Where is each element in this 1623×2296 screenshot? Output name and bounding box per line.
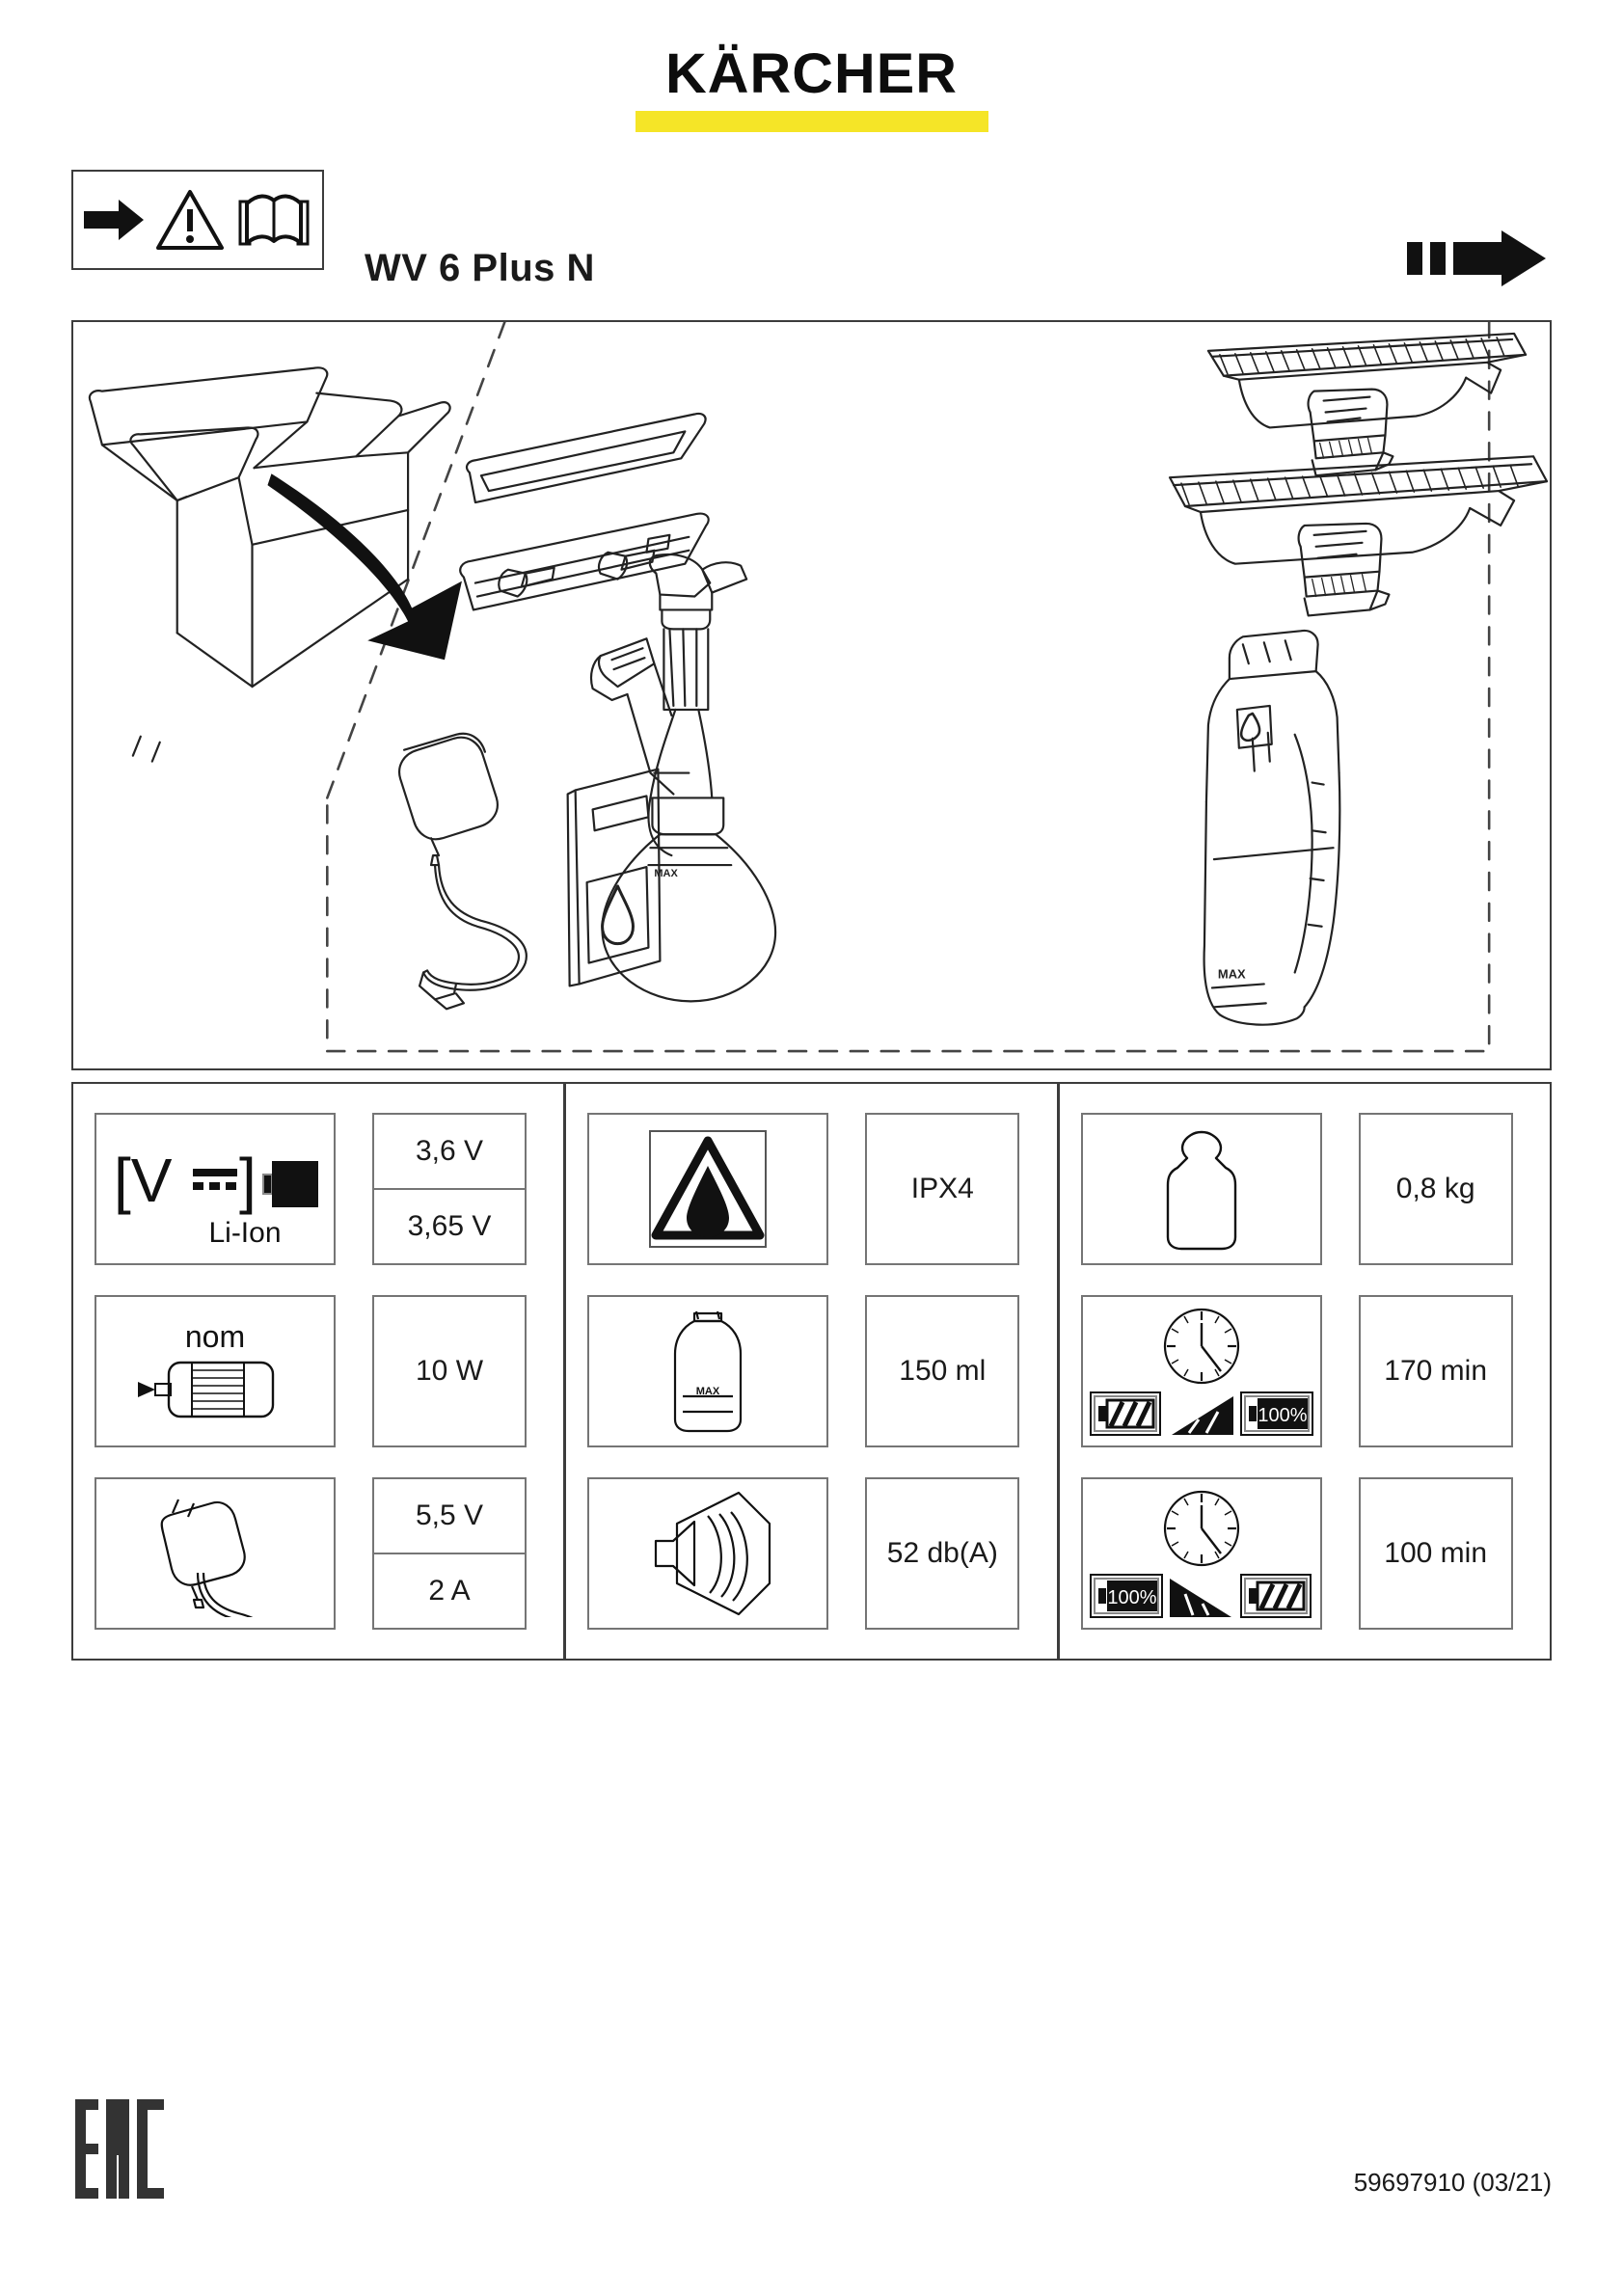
charging-time-icon: 100% (1080, 1295, 1322, 1447)
charger-glyph (160, 1499, 254, 1617)
brand-wordmark: KÄRCHER (665, 42, 958, 105)
spec-column-protection: IPX4 MAX 150 ml (563, 1084, 1056, 1659)
value-line: 2 A (374, 1553, 525, 1628)
svg-text:]: ] (239, 1146, 257, 1215)
li-ion-label: Li-Ion (208, 1217, 281, 1249)
spec-value-sound-level: 52 db(A) (865, 1477, 1020, 1630)
battery-percent-label: 100% (1107, 1587, 1156, 1608)
charge-ramp-up-icon (1171, 1396, 1233, 1435)
curved-arrow-icon (267, 473, 462, 661)
main-unit: MAX (1203, 629, 1341, 1026)
battery-full-icon: 100% (1089, 1574, 1163, 1618)
spec-row-motor-power: nom 10 W (95, 1295, 542, 1447)
spec-value-charging-time: 170 min (1358, 1295, 1513, 1447)
water-droplet-triangle-icon (587, 1113, 829, 1265)
clock-icon (1163, 1308, 1239, 1385)
safety-notice-box (71, 170, 324, 270)
discharge-ramp-down-icon (1169, 1579, 1231, 1617)
dashed-region (326, 322, 1491, 1053)
spec-value-weight: 0,8 kg (1358, 1113, 1513, 1265)
brand-header: KÄRCHER (0, 46, 1623, 132)
runtime-icon: 100% (1080, 1477, 1322, 1630)
weight-icon (1080, 1113, 1322, 1265)
document-number: 59697910 (03/21) (1353, 2168, 1552, 2197)
eac-conformity-icon (75, 2099, 164, 2199)
water-protection-glyph (649, 1130, 768, 1248)
value-line: 100 min (1384, 1537, 1488, 1569)
spec-row-ip-rating: IPX4 (587, 1113, 1035, 1265)
value-line: 3,6 V (415, 1135, 484, 1167)
spec-value-tank-capacity: 150 ml (865, 1295, 1020, 1447)
charger-icon (95, 1477, 336, 1630)
spec-row-battery-voltage: [V ] Li-Ion 3,6 V 3,65 V (95, 1113, 542, 1265)
spec-row-runtime: 100% (1080, 1477, 1528, 1630)
unit-max-label: MAX (1218, 966, 1246, 981)
value-line: 5,5 V (415, 1499, 484, 1531)
read-manual-book-icon (238, 194, 310, 246)
nom-label: nom (185, 1319, 245, 1354)
spec-value-motor-power: 10 W (372, 1295, 527, 1447)
spray-bottle-head (459, 512, 710, 611)
warning-triangle-icon (156, 190, 224, 250)
wide-suction-nozzle (1168, 455, 1549, 617)
value-line: 170 min (1384, 1355, 1488, 1387)
motor-power-icon: nom (95, 1295, 336, 1447)
spec-column-power: [V ] Li-Ion 3,6 V 3,65 V nom (73, 1084, 563, 1659)
runtime-glyph: 100% (1089, 1490, 1312, 1618)
battery-percent-label: 100% (1258, 1405, 1307, 1426)
contents-drawing: MAX (88, 322, 1549, 1053)
detergent-sachet (566, 768, 662, 987)
microfiber-pad (465, 412, 707, 504)
motor-power-glyph: nom (138, 1319, 275, 1418)
weight-glyph (1166, 1130, 1236, 1251)
spec-row-charger-output: 5,5 V 2 A (95, 1477, 542, 1630)
battery-low-icon (1239, 1574, 1312, 1618)
value-line: 10 W (415, 1355, 484, 1387)
spray-bottle: MAX (589, 553, 777, 1003)
battery-low-icon (1089, 1391, 1161, 1436)
spec-column-weight-runtime: 0,8 kg (1056, 1084, 1550, 1659)
value-line: 52 db(A) (886, 1537, 998, 1569)
value-line: 3,65 V (374, 1188, 525, 1263)
spec-value-runtime: 100 min (1358, 1477, 1513, 1630)
package-contents-illustration: MAX (71, 320, 1552, 1070)
spec-row-weight: 0,8 kg (1080, 1113, 1528, 1265)
sound-level-icon (587, 1477, 829, 1630)
battery-voltage-glyph: [V ] Li-Ion (114, 1146, 318, 1249)
power-charger (131, 732, 527, 1011)
spec-row-sound-level: 52 db(A) (587, 1477, 1035, 1630)
page-title: WV 6 Plus N (365, 247, 595, 289)
battery-full-icon: 100% (1239, 1391, 1313, 1436)
narrow-suction-nozzle (1206, 332, 1528, 477)
spec-row-charging-time: 100% 170 min (1080, 1295, 1528, 1447)
tank-capacity-icon: MAX (587, 1295, 829, 1447)
dashed-arrow-right-icon (1407, 230, 1546, 286)
charging-time-glyph: 100% (1089, 1308, 1313, 1436)
value-line: 150 ml (899, 1355, 987, 1387)
tank-max-label: MAX (696, 1386, 720, 1397)
value-line: 0,8 kg (1395, 1173, 1475, 1204)
clock-icon (1163, 1490, 1239, 1567)
bottle-max-label: MAX (654, 868, 678, 879)
spec-value-battery-voltage: 3,6 V 3,65 V (372, 1113, 527, 1265)
value-line: IPX4 (910, 1173, 974, 1204)
technical-specifications-table: [V ] Li-Ion 3,6 V 3,65 V nom (71, 1082, 1552, 1661)
tank-glyph: MAX (674, 1310, 743, 1433)
spec-value-charger-output: 5,5 V 2 A (372, 1477, 527, 1630)
open-carton-box-icon (88, 366, 451, 689)
spec-value-ip-rating: IPX4 (865, 1113, 1020, 1265)
arrow-right-icon (84, 200, 144, 240)
sound-glyph (655, 1491, 771, 1616)
battery-voltage-icon: [V ] Li-Ion (95, 1113, 336, 1265)
spec-row-tank-capacity: MAX 150 ml (587, 1295, 1035, 1447)
brand-accent-bar (635, 111, 988, 132)
svg-text:[V: [V (114, 1146, 173, 1215)
